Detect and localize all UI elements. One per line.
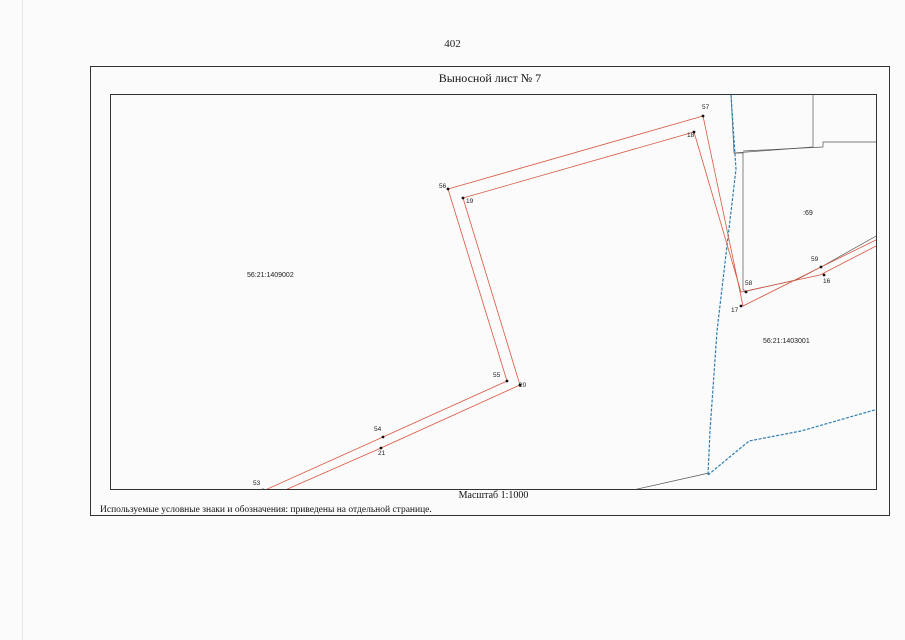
- boundary-parcel-69-top: [742, 141, 876, 152]
- point-label-20: 20: [519, 382, 527, 389]
- scale-caption: Масштаб 1:1000: [458, 490, 529, 501]
- parcel-outer-line: [266, 115, 876, 489]
- legend-note: Используемые условные знаки и обозначени…: [100, 505, 432, 515]
- point-label-54: 54: [374, 426, 382, 433]
- point-19-marker: [461, 196, 465, 200]
- point-21-marker: [379, 446, 383, 450]
- point-53-marker: [262, 488, 264, 489]
- point-label-16: 16: [823, 278, 831, 285]
- blue-boundary-vertical: [707, 95, 737, 476]
- boundary-upper-block: [730, 95, 814, 154]
- point-57-marker: [701, 114, 705, 118]
- point-20-marker: [518, 383, 522, 387]
- page-number: 402: [444, 38, 461, 50]
- point-54-marker: [381, 435, 385, 439]
- cadastral-label-west: 56:21:1409002: [247, 272, 294, 279]
- map-frame: [110, 94, 877, 490]
- point-17-marker: [739, 304, 743, 308]
- cadastral-map: [262, 95, 876, 489]
- sheet-frame: [90, 66, 890, 516]
- scan-edge-mark: [22, 0, 23, 640]
- cadastral-label-parcel-69: :69: [803, 210, 813, 217]
- point-label-18: 18: [687, 132, 695, 139]
- point-label-17: 17: [731, 307, 739, 314]
- existing-boundaries: [635, 95, 876, 489]
- point-label-19: 19: [466, 198, 474, 205]
- point-16-marker: [822, 273, 826, 277]
- parcel-inner-line: [286, 131, 876, 489]
- point-label-53: 53: [253, 480, 261, 487]
- point-59-marker: [819, 265, 823, 269]
- point-56-marker: [446, 187, 450, 191]
- blue-boundaries: [707, 95, 876, 476]
- point-label-59: 59: [811, 256, 819, 263]
- point-markers: [262, 114, 826, 489]
- cadastral-label-east: 56:21:1403001: [763, 338, 810, 345]
- point-label-55: 55: [493, 372, 501, 379]
- boundary-bottom-line: [635, 472, 710, 489]
- point-label-56: 56: [439, 183, 447, 190]
- point-label-21: 21: [378, 450, 386, 457]
- point-58-marker: [744, 290, 748, 294]
- point-55-marker: [505, 379, 509, 383]
- sheet-title: Выносной лист № 7: [438, 71, 542, 85]
- parcel-lines: [266, 115, 876, 489]
- blue-boundary-lower: [707, 408, 876, 476]
- point-label-57: 57: [702, 104, 710, 111]
- point-18-marker: [692, 130, 696, 134]
- point-label-58: 58: [745, 280, 753, 287]
